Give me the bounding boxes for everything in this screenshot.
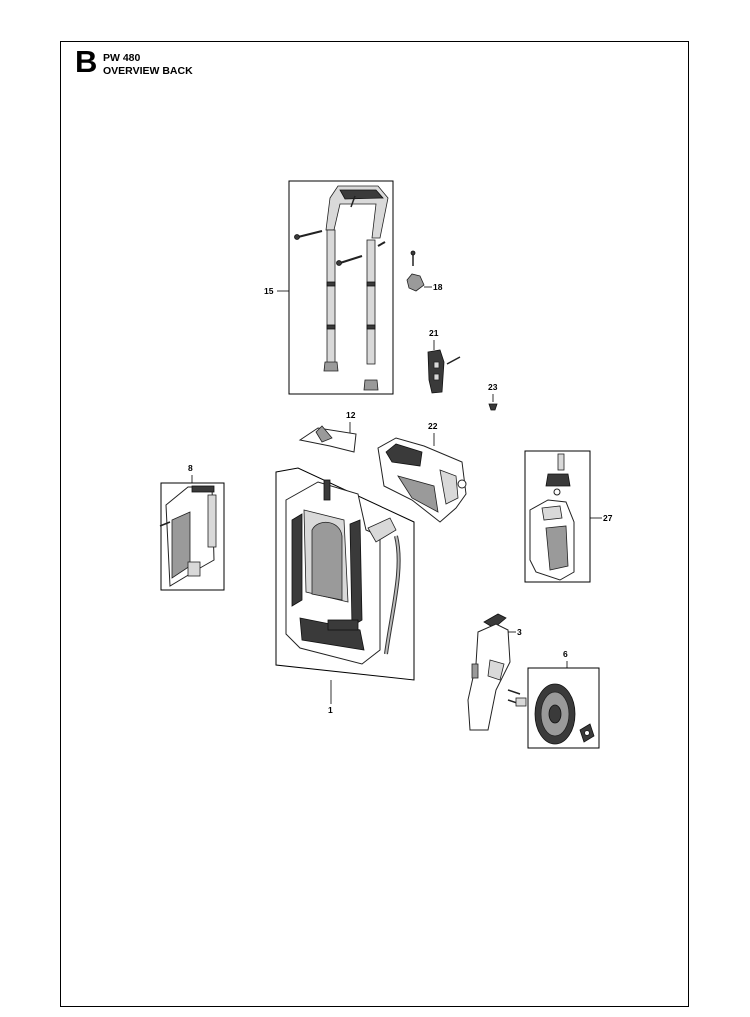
part-18-clip[interactable]: 18 bbox=[406, 250, 443, 292]
callout-15: 15 bbox=[264, 286, 274, 296]
callout-23: 23 bbox=[488, 382, 498, 392]
part-15-box bbox=[288, 180, 394, 395]
callout-12: 12 bbox=[346, 410, 356, 420]
diagram-title: OVERVIEW BACK bbox=[103, 65, 193, 77]
part-1-box bbox=[275, 467, 415, 681]
part-3-bracket[interactable]: 3 bbox=[467, 613, 522, 731]
callout-22: 22 bbox=[428, 421, 438, 431]
part-6-box bbox=[527, 667, 600, 749]
section-letter: B bbox=[75, 44, 98, 79]
callout-18: 18 bbox=[433, 282, 443, 292]
part-22-housing[interactable]: 22 bbox=[377, 421, 467, 523]
part-1-back-frame[interactable]: 1 bbox=[275, 467, 415, 715]
part-27-box bbox=[524, 450, 591, 583]
part-15-handle-assembly[interactable]: 15 bbox=[264, 180, 394, 395]
model-name: PW 480 bbox=[103, 52, 141, 64]
callout-1: 1 bbox=[328, 705, 333, 715]
part-12-cover-plate[interactable]: 12 bbox=[298, 410, 357, 453]
part-23-fastener[interactable]: 23 bbox=[488, 382, 498, 411]
callout-27: 27 bbox=[603, 513, 613, 523]
part-21-grip[interactable]: 21 bbox=[427, 328, 461, 394]
callout-8: 8 bbox=[188, 463, 193, 473]
callout-6: 6 bbox=[563, 649, 568, 659]
part-8-box bbox=[160, 482, 225, 591]
callout-3: 3 bbox=[517, 627, 522, 637]
callout-21: 21 bbox=[429, 328, 439, 338]
drawing-frame bbox=[60, 41, 689, 1007]
part-6-wheel[interactable]: 6 bbox=[507, 649, 600, 749]
part-27-detergent-tank[interactable]: 27 bbox=[524, 450, 613, 583]
part-8-side-cover[interactable]: 8 bbox=[159, 463, 225, 591]
